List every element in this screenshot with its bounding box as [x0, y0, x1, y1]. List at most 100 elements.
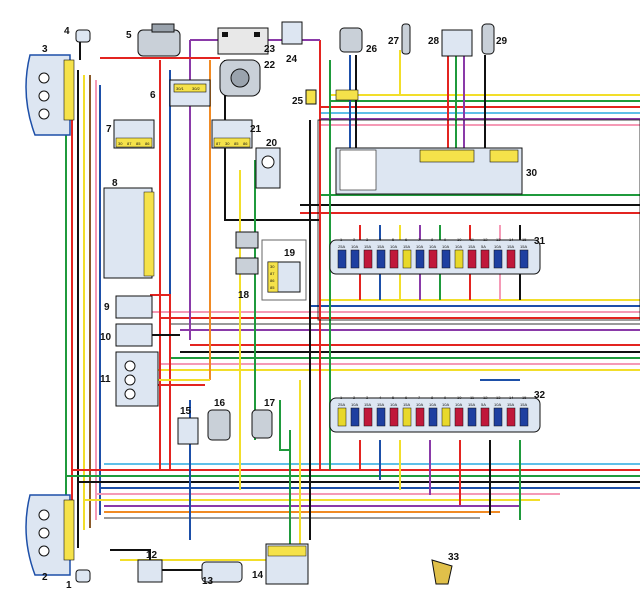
fuse-block-32-fuse-rating: 10A — [390, 402, 397, 407]
component-11-lamp-block — [115, 351, 159, 407]
fuse-block-32-pin-number: 2 — [353, 395, 356, 400]
component-5-starter — [137, 23, 181, 57]
relay-pin-label: 30 — [225, 141, 230, 146]
label-10: 10 — [100, 332, 112, 343]
fuse-block-32-fuse-rating: 10A — [429, 402, 436, 407]
fuse-block-32-fuse-rating: 10A — [416, 402, 423, 407]
label-2: 2 — [42, 572, 48, 583]
label-6: 6 — [150, 90, 156, 101]
fuse-block-31-fuse-rating: 15A — [468, 244, 475, 249]
fuse-block-31-fuse — [519, 249, 529, 269]
relay-pin-label: 30 — [270, 264, 275, 269]
fuse-block-31-fuse — [415, 249, 425, 269]
fuse-block-31-fuse-rating: 10A — [390, 244, 397, 249]
component-21-relay — [211, 119, 253, 149]
fuse-block-31-fuse-rating: 10A — [494, 244, 501, 249]
fuse-block-32-fuse — [467, 407, 477, 427]
label-11: 11 — [100, 374, 111, 385]
fuse-block-32-fuse-rating: 10A — [494, 402, 501, 407]
fuse-block-32-pin-number: 13 — [496, 395, 501, 400]
component-14-module — [265, 543, 309, 585]
fuse-block-32-fuse — [337, 407, 347, 427]
fuse-block-31-pin-number: 9 — [444, 237, 447, 242]
label-33: 33 — [448, 552, 460, 563]
label-31: 31 — [534, 236, 546, 247]
component-16-sensor — [207, 409, 231, 441]
fuse-block-31-pin-number: 15 — [522, 237, 527, 242]
component-28-module — [441, 29, 473, 57]
fuse-block-31-pin-number: 12 — [483, 237, 488, 242]
label-1: 1 — [66, 580, 72, 591]
fuse-block-31-fuse — [402, 249, 412, 269]
fuse-block-32-fuse — [350, 407, 360, 427]
fuse-block-31-pin-number: 14 — [509, 237, 514, 242]
fuse-block-32-fuse-rating: 5A — [481, 402, 486, 407]
fuse-block-32-fuse — [376, 407, 386, 427]
label-18: 18 — [238, 290, 250, 301]
fuse-block-31-fuse — [376, 249, 386, 269]
fuse-block-32-pin-number: 5 — [392, 395, 395, 400]
fuse-block-31-pin-number: 8 — [431, 237, 434, 242]
relay-21-pin-labels: 87 30 85 86 — [216, 141, 248, 146]
fuse-block-32-fuse — [389, 407, 399, 427]
component-labels: 3 4 5 6 7 8 9 10 11 12 13 14 15 16 17 18… — [42, 26, 546, 591]
fuse-block-31-fuse — [467, 249, 477, 269]
fuse-block-32: 25A110A215A315A410A515A610A710A810A910A1… — [329, 395, 541, 433]
label-29: 29 — [496, 36, 508, 47]
fuse-block-31-fuse — [389, 249, 399, 269]
fuse-block-31-pin-number: 2 — [353, 237, 356, 242]
fuse-block-32-fuse-rating: 10A — [351, 402, 358, 407]
fuse-block-31-fuse — [441, 249, 451, 269]
label-25: 25 — [292, 96, 304, 107]
label-3: 3 — [42, 44, 48, 55]
fuse-block-31-pin-number: 11 — [470, 237, 475, 242]
fuse-block-31-fuse-rating: 5A — [481, 244, 486, 249]
label-27: 27 — [388, 36, 400, 47]
label-8: 8 — [112, 178, 118, 189]
fuse-block-31-fuse — [454, 249, 464, 269]
relay-pin-label: 87 — [270, 271, 275, 276]
component-29-sensor — [481, 23, 495, 55]
fuse-block-32-fuse — [415, 407, 425, 427]
label-15: 15 — [180, 406, 192, 417]
label-21: 21 — [250, 124, 262, 135]
relay-pin-label: 87 — [216, 141, 221, 146]
component-20-ignition-switch — [255, 147, 281, 189]
component-22-alternator — [219, 59, 261, 97]
label-9: 9 — [104, 302, 110, 313]
relay-6-pin-labels: 30/1 30/2 — [176, 86, 201, 91]
fuse-block-32-fuse-rating: 15A — [507, 402, 514, 407]
label-5: 5 — [126, 30, 132, 41]
component-25-fuse — [305, 89, 317, 105]
fuse-block-31-pin-number: 1 — [340, 237, 343, 242]
fuse-block-32-fuse-rating: 15A — [403, 402, 410, 407]
label-16: 16 — [214, 398, 226, 409]
label-23: 23 — [264, 44, 276, 55]
label-7: 7 — [106, 124, 112, 135]
fuse-block-31-fuse-rating: 15A — [403, 244, 410, 249]
fuse-block-31-fuse-rating: 10A — [429, 244, 436, 249]
fuse-block-32-fuse-rating: 15A — [468, 402, 475, 407]
fuse-block-32-fuse — [441, 407, 451, 427]
fuse-block-31-fuse — [506, 249, 516, 269]
fuse-block-31-fuse-rating: 15A — [520, 244, 527, 249]
relay-19-frame — [261, 239, 307, 301]
fuse-block-31-fuse — [350, 249, 360, 269]
fuse-block-31-fuse-rating: 10A — [442, 244, 449, 249]
fuse-block-31-fuse-rating: 10A — [351, 244, 358, 249]
component-2-headlight — [25, 494, 75, 576]
relay-pin-label: 30/1 — [176, 86, 185, 91]
component-30-control-unit — [335, 147, 523, 195]
component-1-horn — [75, 569, 91, 583]
label-24: 24 — [286, 54, 298, 65]
fuse-block-32-fuse — [519, 407, 529, 427]
fuse-block-32-fuse — [493, 407, 503, 427]
fuse-block-32-fuse-rating: 15A — [364, 402, 371, 407]
fuse-block-32-fuse-rating: 15A — [377, 402, 384, 407]
label-22: 22 — [264, 60, 276, 71]
label-26: 26 — [366, 44, 378, 55]
component-4-horn — [75, 29, 91, 43]
fuse-block-32-pin-number: 7 — [418, 395, 421, 400]
wire-harness — [65, 39, 640, 571]
